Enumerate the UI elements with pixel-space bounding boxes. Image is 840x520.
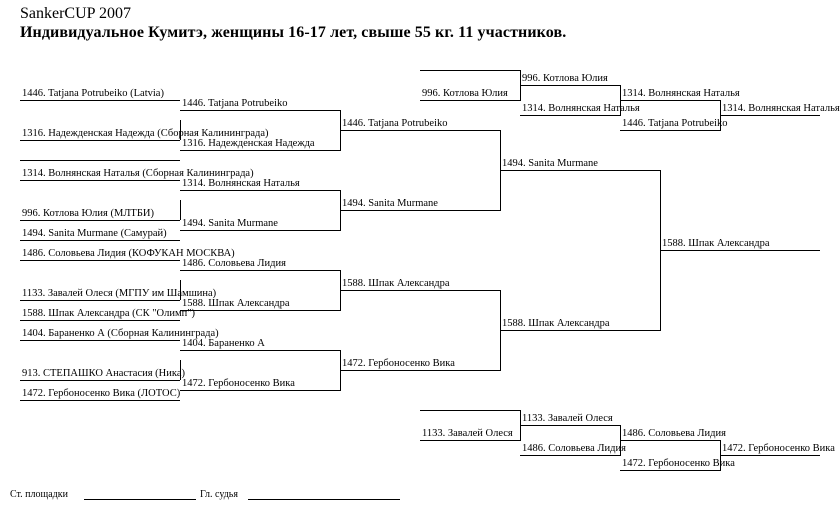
round1-entry: 1494. Sanita Murmane (Самурай) bbox=[22, 228, 167, 239]
repechage-entry: 1314. Волнянская Наталья bbox=[722, 103, 840, 114]
bracket-line bbox=[180, 230, 340, 231]
bracket-connector bbox=[180, 200, 181, 220]
bracket-line bbox=[340, 290, 500, 291]
bracket-line bbox=[20, 340, 180, 341]
bracket-connector bbox=[180, 360, 181, 380]
repechage-entry: 1314. Волнянская Наталья bbox=[622, 88, 740, 99]
round2-entry: 1588. Шпак Александра bbox=[182, 298, 290, 309]
round1-entry: 1404. Бараненко А (Сборная Калининграда) bbox=[22, 328, 219, 339]
round1-entry: 1314. Волнянская Наталья (Сборная Калини… bbox=[22, 168, 254, 179]
semifinal-entry: 1588. Шпак Александра bbox=[502, 318, 610, 329]
round1-entry: 913. СТЕПАШКО Анастасия (Ника) bbox=[22, 368, 185, 379]
bracket-line bbox=[500, 170, 660, 171]
bracket-line bbox=[180, 390, 340, 391]
bracket-line bbox=[20, 220, 180, 221]
bracket-line bbox=[20, 180, 180, 181]
page-title: SankerCUP 2007 bbox=[20, 5, 131, 22]
round1-entry: 1486. Соловьева Лидия (КОФУКАН МОСКВА) bbox=[22, 248, 235, 259]
repechage-line bbox=[620, 130, 720, 131]
repechage-entry: 1133. Завалей Олеся bbox=[422, 428, 513, 439]
round3-entry: 1588. Шпак Александра bbox=[342, 278, 450, 289]
page-subtitle: Индивидуальное Кумитэ, женщины 16-17 лет… bbox=[20, 24, 567, 41]
round3-entry: 1494. Sanita Murmane bbox=[342, 198, 438, 209]
bracket-line bbox=[180, 150, 340, 151]
round2-entry: 1486. Соловьева Лидия bbox=[182, 258, 286, 269]
repechage-entry: 1472. Гербоносенко Вика bbox=[722, 443, 835, 454]
repechage-line bbox=[620, 100, 720, 101]
round2-entry: 1404. Бараненко А bbox=[182, 338, 265, 349]
bracket-connector bbox=[180, 280, 181, 300]
round1-entry: 1133. Завалей Олеся (МГПУ им Шамшина) bbox=[22, 288, 217, 299]
round2-entry: 1446. Tatjana Potrubeiko bbox=[182, 98, 288, 109]
bracket-line bbox=[340, 370, 500, 371]
bracket-line bbox=[180, 110, 340, 111]
repechage-line bbox=[420, 410, 520, 411]
site-referee-label: Ст. площадки bbox=[10, 489, 68, 500]
signature-line bbox=[248, 499, 400, 500]
round1-entry: 996. Котлова Юлия (МЛТБИ) bbox=[22, 208, 154, 219]
repechage-line bbox=[420, 440, 520, 441]
repechage-line bbox=[720, 455, 820, 456]
round2-entry: 1472. Гербоносенко Вика bbox=[182, 378, 295, 389]
repechage-entry: 1472. Гербоносенко Вика bbox=[622, 458, 735, 469]
repechage-line bbox=[520, 85, 620, 86]
bracket-line bbox=[500, 330, 660, 331]
bracket-line bbox=[20, 100, 180, 101]
bracket-line bbox=[20, 400, 180, 401]
bracket-line bbox=[180, 310, 340, 311]
bracket-line bbox=[20, 160, 180, 161]
bracket-line bbox=[180, 190, 340, 191]
bracket-line bbox=[20, 240, 180, 241]
repechage-line bbox=[520, 425, 620, 426]
semifinal-entry: 1494. Sanita Murmane bbox=[502, 158, 598, 169]
round2-entry: 1316. Надежденская Надежда bbox=[182, 138, 315, 149]
round2-entry: 1314. Волнянская Наталья bbox=[182, 178, 300, 189]
winner-entry: 1588. Шпак Александра bbox=[662, 238, 770, 249]
repechage-line bbox=[620, 440, 720, 441]
bracket-line bbox=[20, 260, 180, 261]
repechage-line bbox=[620, 470, 720, 471]
bracket-line bbox=[340, 210, 500, 211]
repechage-entry: 1486. Соловьева Лидия bbox=[522, 443, 626, 454]
round1-entry: 1472. Гербоносенко Вика (ЛОТОС) bbox=[22, 388, 181, 399]
repechage-line bbox=[520, 455, 620, 456]
repechage-line bbox=[420, 100, 520, 101]
bracket-line bbox=[180, 270, 340, 271]
bracket-line bbox=[20, 380, 180, 381]
bracket-line bbox=[180, 350, 340, 351]
bracket-line bbox=[20, 320, 180, 321]
round3-entry: 1472. Гербоносенко Вика bbox=[342, 358, 455, 369]
round3-entry: 1446. Tatjana Potrubeiko bbox=[342, 118, 448, 129]
repechage-entry: 996. Котлова Юлия bbox=[422, 88, 508, 99]
bracket-line bbox=[660, 250, 820, 251]
repechage-entry: 1486. Соловьева Лидия bbox=[622, 428, 726, 439]
repechage-line bbox=[520, 115, 620, 116]
round2-entry: 1494. Sanita Murmane bbox=[182, 218, 278, 229]
repechage-line bbox=[420, 70, 520, 71]
signature-line bbox=[84, 499, 196, 500]
bracket-connector bbox=[180, 120, 181, 140]
repechage-entry: 1446. Tatjana Potrubeiko bbox=[622, 118, 728, 129]
repechage-entry: 996. Котлова Юлия bbox=[522, 73, 608, 84]
repechage-line bbox=[720, 115, 820, 116]
round1-entry: 1316. Надежденская Надежда (Сборная Кали… bbox=[22, 128, 269, 139]
bracket-line bbox=[340, 130, 500, 131]
repechage-entry: 1314. Волнянская Наталья bbox=[522, 103, 640, 114]
round1-entry: 1446. Tatjana Potrubeiko (Latvia) bbox=[22, 88, 164, 99]
repechage-entry: 1133. Завалей Олеся bbox=[522, 413, 613, 424]
bracket-line bbox=[20, 300, 180, 301]
bracket-line bbox=[20, 140, 180, 141]
round1-entry: 1588. Шпак Александра (СК "Олимп") bbox=[22, 308, 196, 319]
chief-referee-label: Гл. судья bbox=[200, 489, 238, 500]
